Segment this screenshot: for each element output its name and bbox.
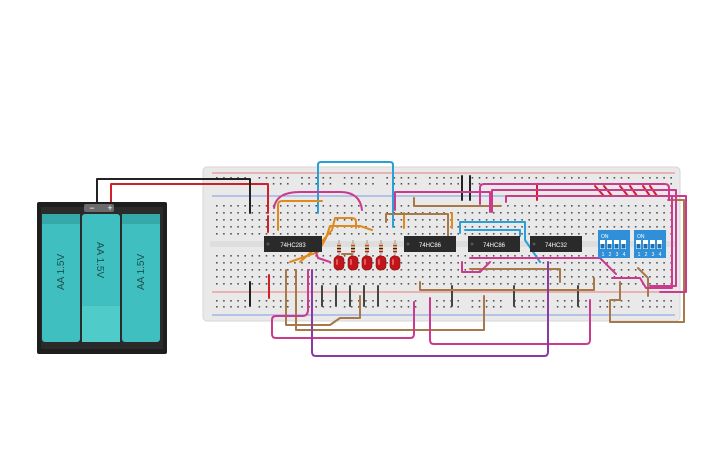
wire-purple-1 <box>311 261 549 357</box>
chip-74hc283[interactable]: 74HC283 <box>264 236 322 252</box>
wire-magenta-5 <box>491 189 677 287</box>
dip-position-2: 2 <box>645 252 648 258</box>
battery-minus-symbol: − <box>89 203 94 213</box>
wire-magenta-1 <box>273 191 363 211</box>
dip-position-1: 1 <box>602 252 605 258</box>
led[interactable] <box>361 255 373 271</box>
dip-position-4: 4 <box>623 252 626 258</box>
led[interactable] <box>389 255 401 271</box>
dip-on-label: ON <box>601 234 609 240</box>
wire-magenta-10 <box>429 297 591 345</box>
wire-blue-3 <box>464 229 521 237</box>
wire-brown-7 <box>609 199 685 323</box>
chip-label: 74HC86 <box>483 243 506 249</box>
dip-position-2: 2 <box>609 252 612 258</box>
battery-cell-label: AA 1.5V <box>56 254 67 290</box>
wire-magenta-2 <box>271 269 415 339</box>
wire-orange-2 <box>299 217 357 263</box>
resistor <box>379 240 383 256</box>
wire-magenta-4 <box>479 183 670 205</box>
led[interactable] <box>347 255 359 271</box>
wire-magenta-3 <box>394 191 491 213</box>
dip-on-label: ON <box>637 234 645 240</box>
resistor <box>393 240 397 256</box>
battery-cell: AA 1.5V <box>42 214 80 342</box>
resistor <box>351 240 355 256</box>
battery-cell-label: AA 1.5V <box>94 242 105 278</box>
dip-switch-1[interactable]: ON 1 2 3 4 <box>598 230 630 258</box>
chip-74hc86-b[interactable]: 74HC86 <box>468 236 520 252</box>
wire-brown-4 <box>385 213 449 251</box>
dip-switch-2[interactable]: ON 1 2 3 4 <box>634 230 666 258</box>
chip-74hc86-a[interactable]: 74HC86 <box>404 236 456 252</box>
resistor <box>337 240 341 256</box>
wire-orange-3 <box>289 225 373 263</box>
battery-cell: AA 1.5V <box>122 214 160 342</box>
wire-magenta-6 <box>505 195 687 293</box>
wire-magenta-7 <box>461 261 491 273</box>
battery-pack: − + AA 1.5V AA 1.5V AA 1.5V <box>37 202 167 354</box>
battery-cell: AA 1.5V <box>82 214 120 342</box>
battery-cell-label: AA 1.5V <box>136 254 147 290</box>
wire-battery-red <box>110 183 269 214</box>
wire-brown-5 <box>419 277 595 291</box>
chip-label: 74HC283 <box>280 243 306 249</box>
dip-position-1: 1 <box>638 252 641 258</box>
led-array <box>333 240 401 271</box>
wire-brown-6 <box>469 268 561 283</box>
wires <box>96 161 687 357</box>
wire-battery-black <box>96 178 251 214</box>
dip-position-4: 4 <box>659 252 662 258</box>
dip-position-3: 3 <box>616 252 619 258</box>
wire-brown-9 <box>413 197 501 207</box>
chip-label: 74HC86 <box>419 243 442 249</box>
resistor <box>365 240 369 256</box>
wire-brown-2 <box>295 269 485 331</box>
wire-magenta-9 <box>611 195 673 289</box>
wire-brown-8 <box>637 267 649 297</box>
battery-plus-symbol: + <box>107 203 112 213</box>
wire-orange-1 <box>277 200 323 231</box>
led[interactable] <box>333 255 345 271</box>
chip-label: 74HC32 <box>545 243 568 249</box>
wire-blue-1 <box>317 161 394 228</box>
chip-74hc32[interactable]: 74HC32 <box>530 236 582 252</box>
dip-position-3: 3 <box>652 252 655 258</box>
led[interactable] <box>375 255 387 271</box>
